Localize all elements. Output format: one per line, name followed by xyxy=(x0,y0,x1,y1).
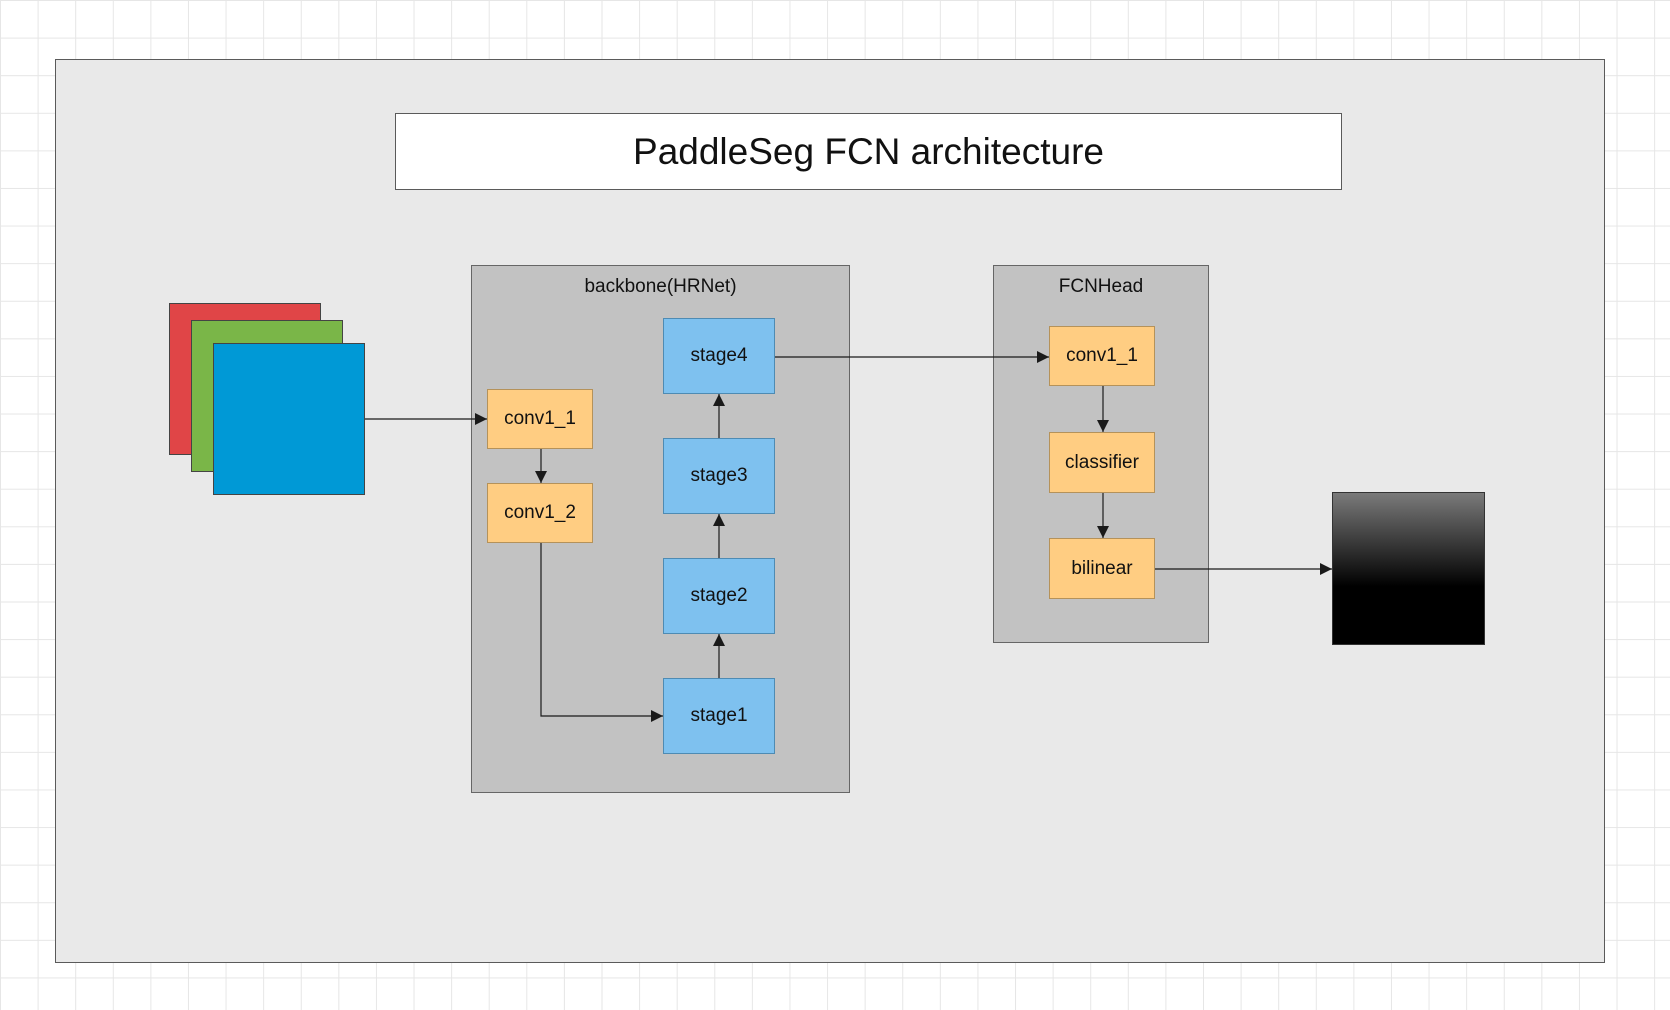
input-channel-blue xyxy=(213,343,365,495)
backbone-stage2: stage2 xyxy=(663,558,775,634)
backbone-stage3: stage3 xyxy=(663,438,775,514)
page-title: PaddleSeg FCN architecture xyxy=(395,113,1342,190)
backbone-conv1-1: conv1_1 xyxy=(487,389,593,449)
backbone-stage1: stage1 xyxy=(663,678,775,754)
head-bilinear: bilinear xyxy=(1049,538,1155,599)
backbone-conv1-2: conv1_2 xyxy=(487,483,593,543)
head-conv1-1: conv1_1 xyxy=(1049,326,1155,386)
head-classifier: classifier xyxy=(1049,432,1155,493)
backbone-stage4: stage4 xyxy=(663,318,775,394)
fcnhead-label: FCNHead xyxy=(1058,276,1144,297)
output-segmentation-map xyxy=(1332,492,1485,645)
backbone-label: backbone(HRNet) xyxy=(584,276,737,297)
